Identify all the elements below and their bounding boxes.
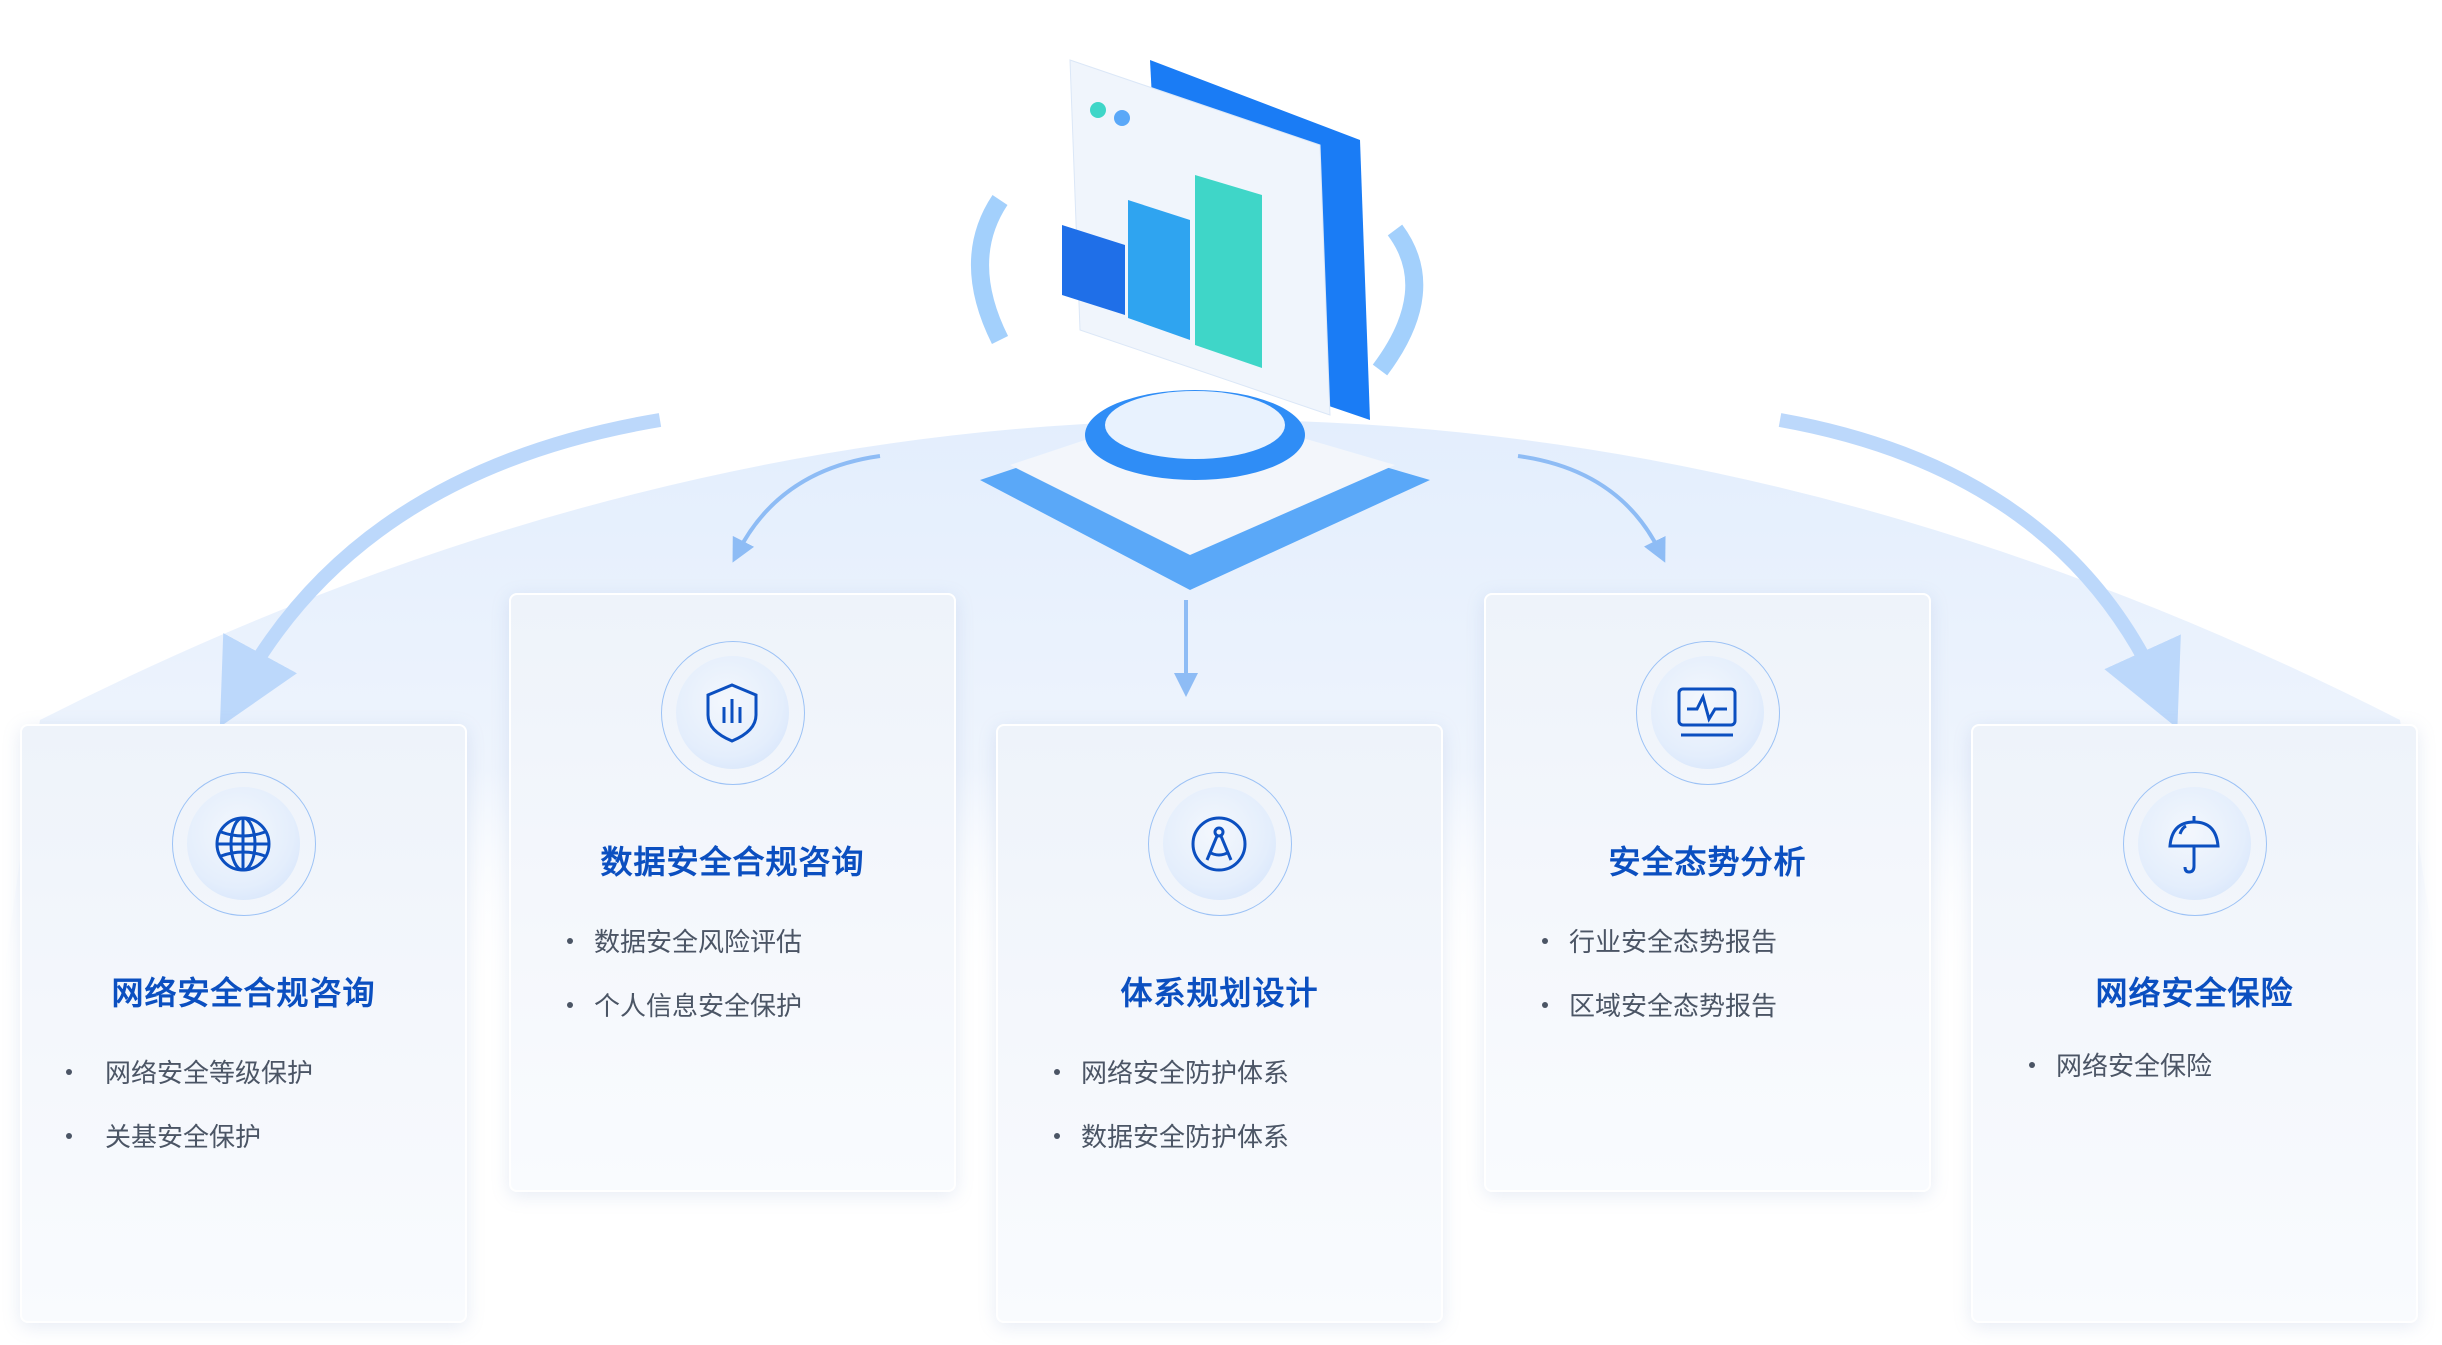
arrow-left-outer — [219, 413, 662, 727]
umbrella-icon — [2168, 815, 2220, 874]
bullet — [567, 1002, 573, 1008]
icon-badge — [1147, 772, 1292, 916]
card-title: 网络安全合规咨询 — [111, 974, 376, 1012]
bullet — [66, 1069, 72, 1075]
service-card-data-compliance[interactable]: 数据安全合规咨询 数据安全风险评估 个人信息安全保护 — [509, 593, 956, 1192]
card-item: 个人信息安全保护 — [594, 992, 803, 1022]
card-title: 数据安全合规咨询 — [600, 843, 865, 881]
arrow-right-inner — [1517, 454, 1666, 563]
service-card-cyber-insurance[interactable]: 网络安全保险 网络安全保险 — [1971, 724, 2418, 1323]
icon-badge — [2122, 772, 2267, 916]
card-title: 安全态势分析 — [1608, 843, 1807, 881]
bullet — [1542, 1002, 1548, 1008]
bullet — [1054, 1069, 1060, 1075]
card-item: 关基安全保护 — [105, 1123, 262, 1153]
icon-badge — [660, 641, 805, 785]
card-item: 网络安全保险 — [2056, 1052, 2213, 1082]
dashboard-monitor-illustration — [971, 59, 1430, 590]
bullet — [2029, 1062, 2035, 1068]
card-title: 体系规划设计 — [1120, 974, 1319, 1012]
bullet — [1054, 1133, 1060, 1139]
monitor-pulse-icon — [1677, 687, 1737, 736]
icon-badge — [171, 772, 316, 916]
card-item: 网络安全等级保护 — [105, 1059, 314, 1089]
bullet — [567, 938, 573, 944]
compass-icon — [1191, 816, 1247, 871]
card-title: 网络安全保险 — [2095, 974, 2294, 1012]
card-item: 行业安全态势报告 — [1569, 928, 1778, 958]
card-item: 网络安全防护体系 — [1081, 1059, 1290, 1089]
card-item: 区域安全态势报告 — [1569, 992, 1778, 1022]
card-item: 数据安全防护体系 — [1081, 1123, 1290, 1153]
service-card-network-compliance[interactable]: 网络安全合规咨询 网络安全等级保护 关基安全保护 — [20, 724, 467, 1323]
card-item: 数据安全风险评估 — [594, 928, 803, 958]
arrow-left-inner — [732, 454, 881, 563]
bullet — [66, 1133, 72, 1139]
shield-chart-icon — [706, 682, 758, 743]
icon-badge — [1635, 641, 1780, 785]
service-card-system-planning[interactable]: 体系规划设计 网络安全防护体系 数据安全防护体系 — [996, 724, 1443, 1323]
bullet — [1542, 938, 1548, 944]
globe-icon — [215, 816, 271, 871]
arrow-right-outer — [1778, 413, 2181, 729]
service-card-situation-analysis[interactable]: 安全态势分析 行业安全态势报告 区域安全态势报告 — [1484, 593, 1931, 1192]
